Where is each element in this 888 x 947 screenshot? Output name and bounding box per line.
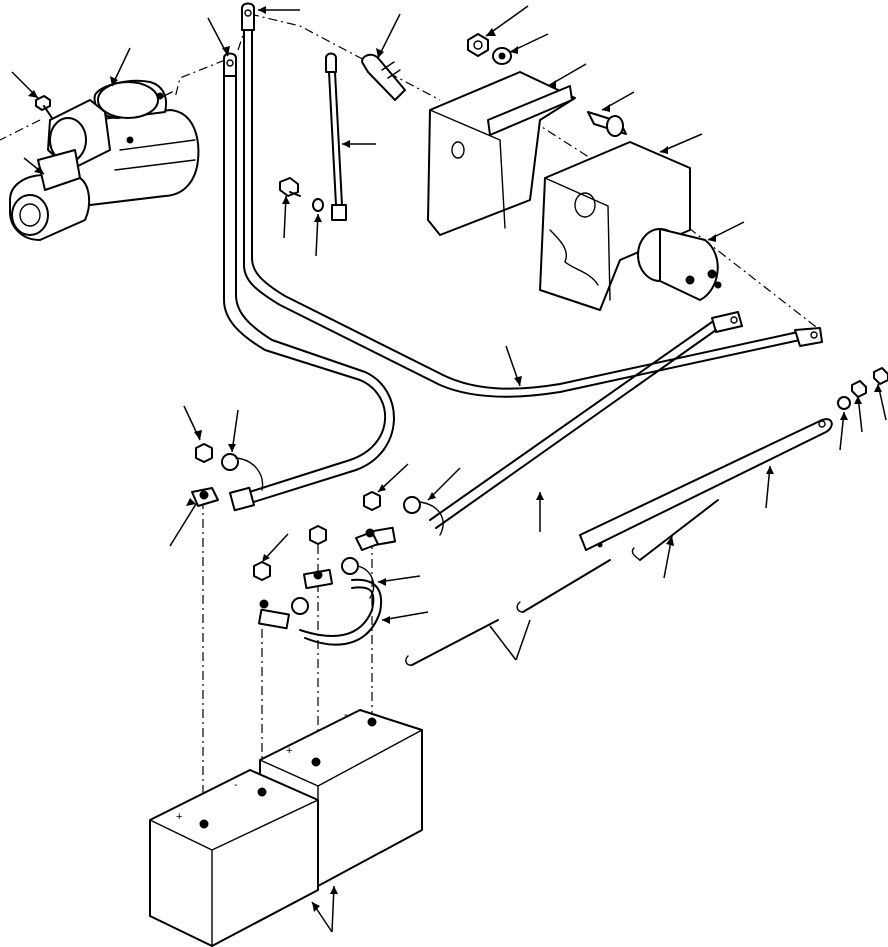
negative-ground-cable <box>191 75 395 512</box>
battery-hold-down-bar <box>579 418 833 551</box>
starter-motor <box>9 79 200 241</box>
ground-strap <box>325 52 347 221</box>
front-battery-negative-mark: - <box>234 779 238 791</box>
mounting-bracket <box>427 71 576 236</box>
screw <box>279 177 301 197</box>
cable-eyelets-top <box>223 2 255 77</box>
flat-washer <box>492 47 512 65</box>
front-battery-positive-mark: + <box>176 811 182 823</box>
positive-starter-cable <box>243 29 823 398</box>
battery-disconnect-key <box>361 53 406 101</box>
nut <box>467 33 489 57</box>
battery-cable-long <box>355 311 743 551</box>
battery-jumper-cable <box>257 557 383 646</box>
rear-battery-negative-mark: - <box>344 709 348 721</box>
battery-front: + - <box>149 769 319 947</box>
bolt <box>587 111 627 137</box>
battery-disconnect-switch <box>637 228 722 301</box>
hold-down-nuts <box>837 367 888 410</box>
lock-washer <box>312 198 324 212</box>
rear-battery-positive-mark: + <box>286 745 292 757</box>
battery-hold-down-rod <box>405 499 719 666</box>
callout-arrowheads <box>28 6 882 912</box>
starter-mounting-bolt <box>35 95 53 119</box>
